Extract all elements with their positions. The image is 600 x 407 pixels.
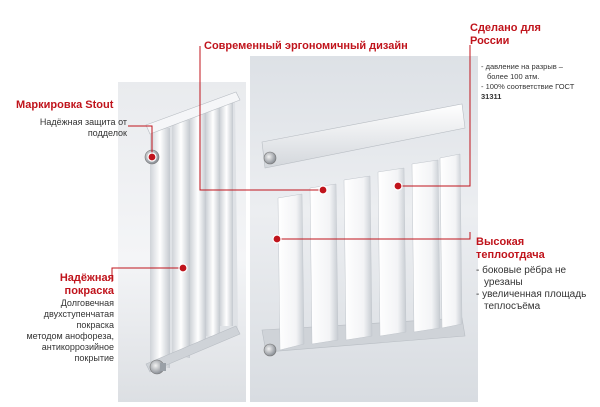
russia-title-line2: России bbox=[470, 35, 510, 47]
marking-desc-line2: подделок bbox=[87, 128, 127, 138]
coating-title: Надёжная покраска bbox=[42, 272, 114, 298]
marking-desc: Надёжная защита от подделок bbox=[27, 117, 127, 139]
callout-dots bbox=[147, 152, 403, 273]
russia-item2-line2: 31311 bbox=[481, 92, 502, 101]
coating-desc-line1: Долговечная bbox=[60, 298, 114, 308]
right-fin-1 bbox=[277, 193, 305, 351]
left-fin-3 bbox=[190, 113, 206, 347]
left-fin-4 bbox=[206, 106, 220, 336]
right-top-plug bbox=[263, 151, 277, 165]
russia-item1-line1: - давление на разрыв – bbox=[481, 62, 563, 71]
heat-title-line2: теплоотдача bbox=[476, 249, 545, 261]
right-fin-6 bbox=[439, 153, 463, 329]
coating-desc-line4: антикоррозийное покрытие bbox=[41, 342, 114, 363]
right-fin-4 bbox=[377, 167, 407, 337]
marking-title: Маркировка Stout bbox=[16, 99, 114, 111]
heat-title-line1: Высокая bbox=[476, 236, 525, 248]
leader-lines bbox=[111, 45, 471, 282]
leader-marking bbox=[128, 125, 153, 157]
marking-desc-line1: Надёжная защита от bbox=[39, 117, 127, 127]
dot-heat bbox=[272, 234, 282, 244]
right-fin-2 bbox=[309, 183, 339, 345]
coating-title-line1: Надёжная bbox=[59, 272, 114, 284]
right-fin-5 bbox=[411, 159, 441, 333]
coating-title-line2: покраска bbox=[64, 285, 114, 297]
right-fin-3 bbox=[343, 175, 373, 341]
heat-item2-line1: - увеличенная площадь bbox=[476, 289, 587, 300]
dot-design bbox=[318, 185, 328, 195]
leader-design bbox=[199, 46, 323, 191]
heat-desc: - боковые рёбра не урезаны - увеличенная… bbox=[476, 265, 596, 313]
left-fin-5 bbox=[220, 100, 233, 326]
heat-item1-line1: - боковые рёбра не bbox=[476, 265, 567, 276]
dot-coating bbox=[178, 263, 188, 273]
left-fin-2 bbox=[172, 120, 190, 358]
russia-item1-line2: более 100 атм. bbox=[487, 72, 540, 81]
left-radiator bbox=[144, 91, 241, 375]
right-radiator bbox=[261, 103, 466, 357]
right-bottom-plug bbox=[263, 343, 277, 357]
leader-russia bbox=[398, 45, 471, 187]
coating-desc-line2: двухступенчатая покраска bbox=[43, 309, 114, 330]
coating-desc-line3: методом анофореза, bbox=[26, 331, 114, 341]
russia-item2-line1: - 100% соответствие ГОСТ bbox=[481, 82, 575, 91]
coating-desc: Долговечная двухступенчатая покраска мет… bbox=[4, 298, 114, 364]
russia-desc: - давление на разрыв – более 100 атм. - … bbox=[481, 62, 593, 102]
dot-marking bbox=[147, 152, 157, 162]
russia-title-line1: Сделано для bbox=[470, 22, 541, 34]
design-title: Современный эргономичный дизайн bbox=[204, 40, 408, 52]
leader-coating bbox=[111, 267, 183, 282]
russia-title: Сделано для России bbox=[470, 22, 541, 48]
leader-heat bbox=[277, 232, 471, 240]
left-fin-1 bbox=[150, 128, 170, 368]
heat-title: Высокая теплоотдача bbox=[476, 236, 545, 262]
heat-item2-line2: теплосъёма bbox=[484, 301, 541, 312]
dot-russia bbox=[393, 181, 403, 191]
heat-item1-line2: урезаны bbox=[484, 277, 523, 288]
